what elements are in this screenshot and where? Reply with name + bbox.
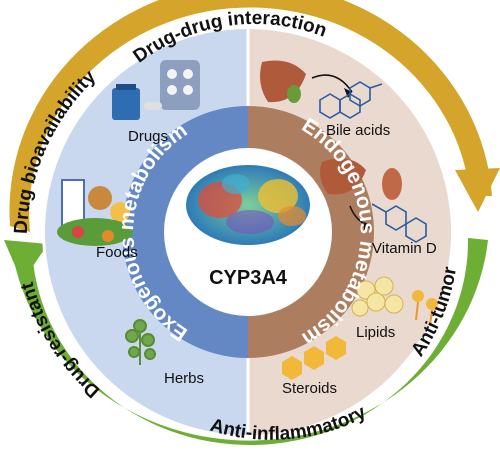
protein-structure-icon [186, 165, 310, 245]
drugs-icon [112, 60, 200, 120]
liver-icon [260, 60, 353, 103]
herbs-label: Herbs [164, 370, 205, 387]
steroids-icon [282, 336, 346, 380]
kidney-liver-icon [320, 158, 402, 230]
bile-acids-label: Bile acids [326, 122, 391, 139]
foods-icon [57, 179, 133, 246]
vitamin-d-molecule-icon [371, 203, 427, 243]
bile-acid-molecule-icon [319, 81, 383, 119]
lipids-icon [351, 276, 438, 327]
steroids-label: Steroids [282, 380, 338, 397]
herbs-icon [125, 319, 156, 365]
gold-arc-arrowhead [455, 168, 500, 212]
center-enzyme-label: CYP3A4 [209, 267, 288, 289]
lipids-label: Lipids [356, 324, 396, 341]
vitamin-d-label: Vitamin D [372, 240, 437, 257]
drugs-label: Drugs [128, 128, 169, 145]
foods-label: Foods [96, 244, 138, 261]
green-arc-arrowhead [4, 240, 48, 282]
